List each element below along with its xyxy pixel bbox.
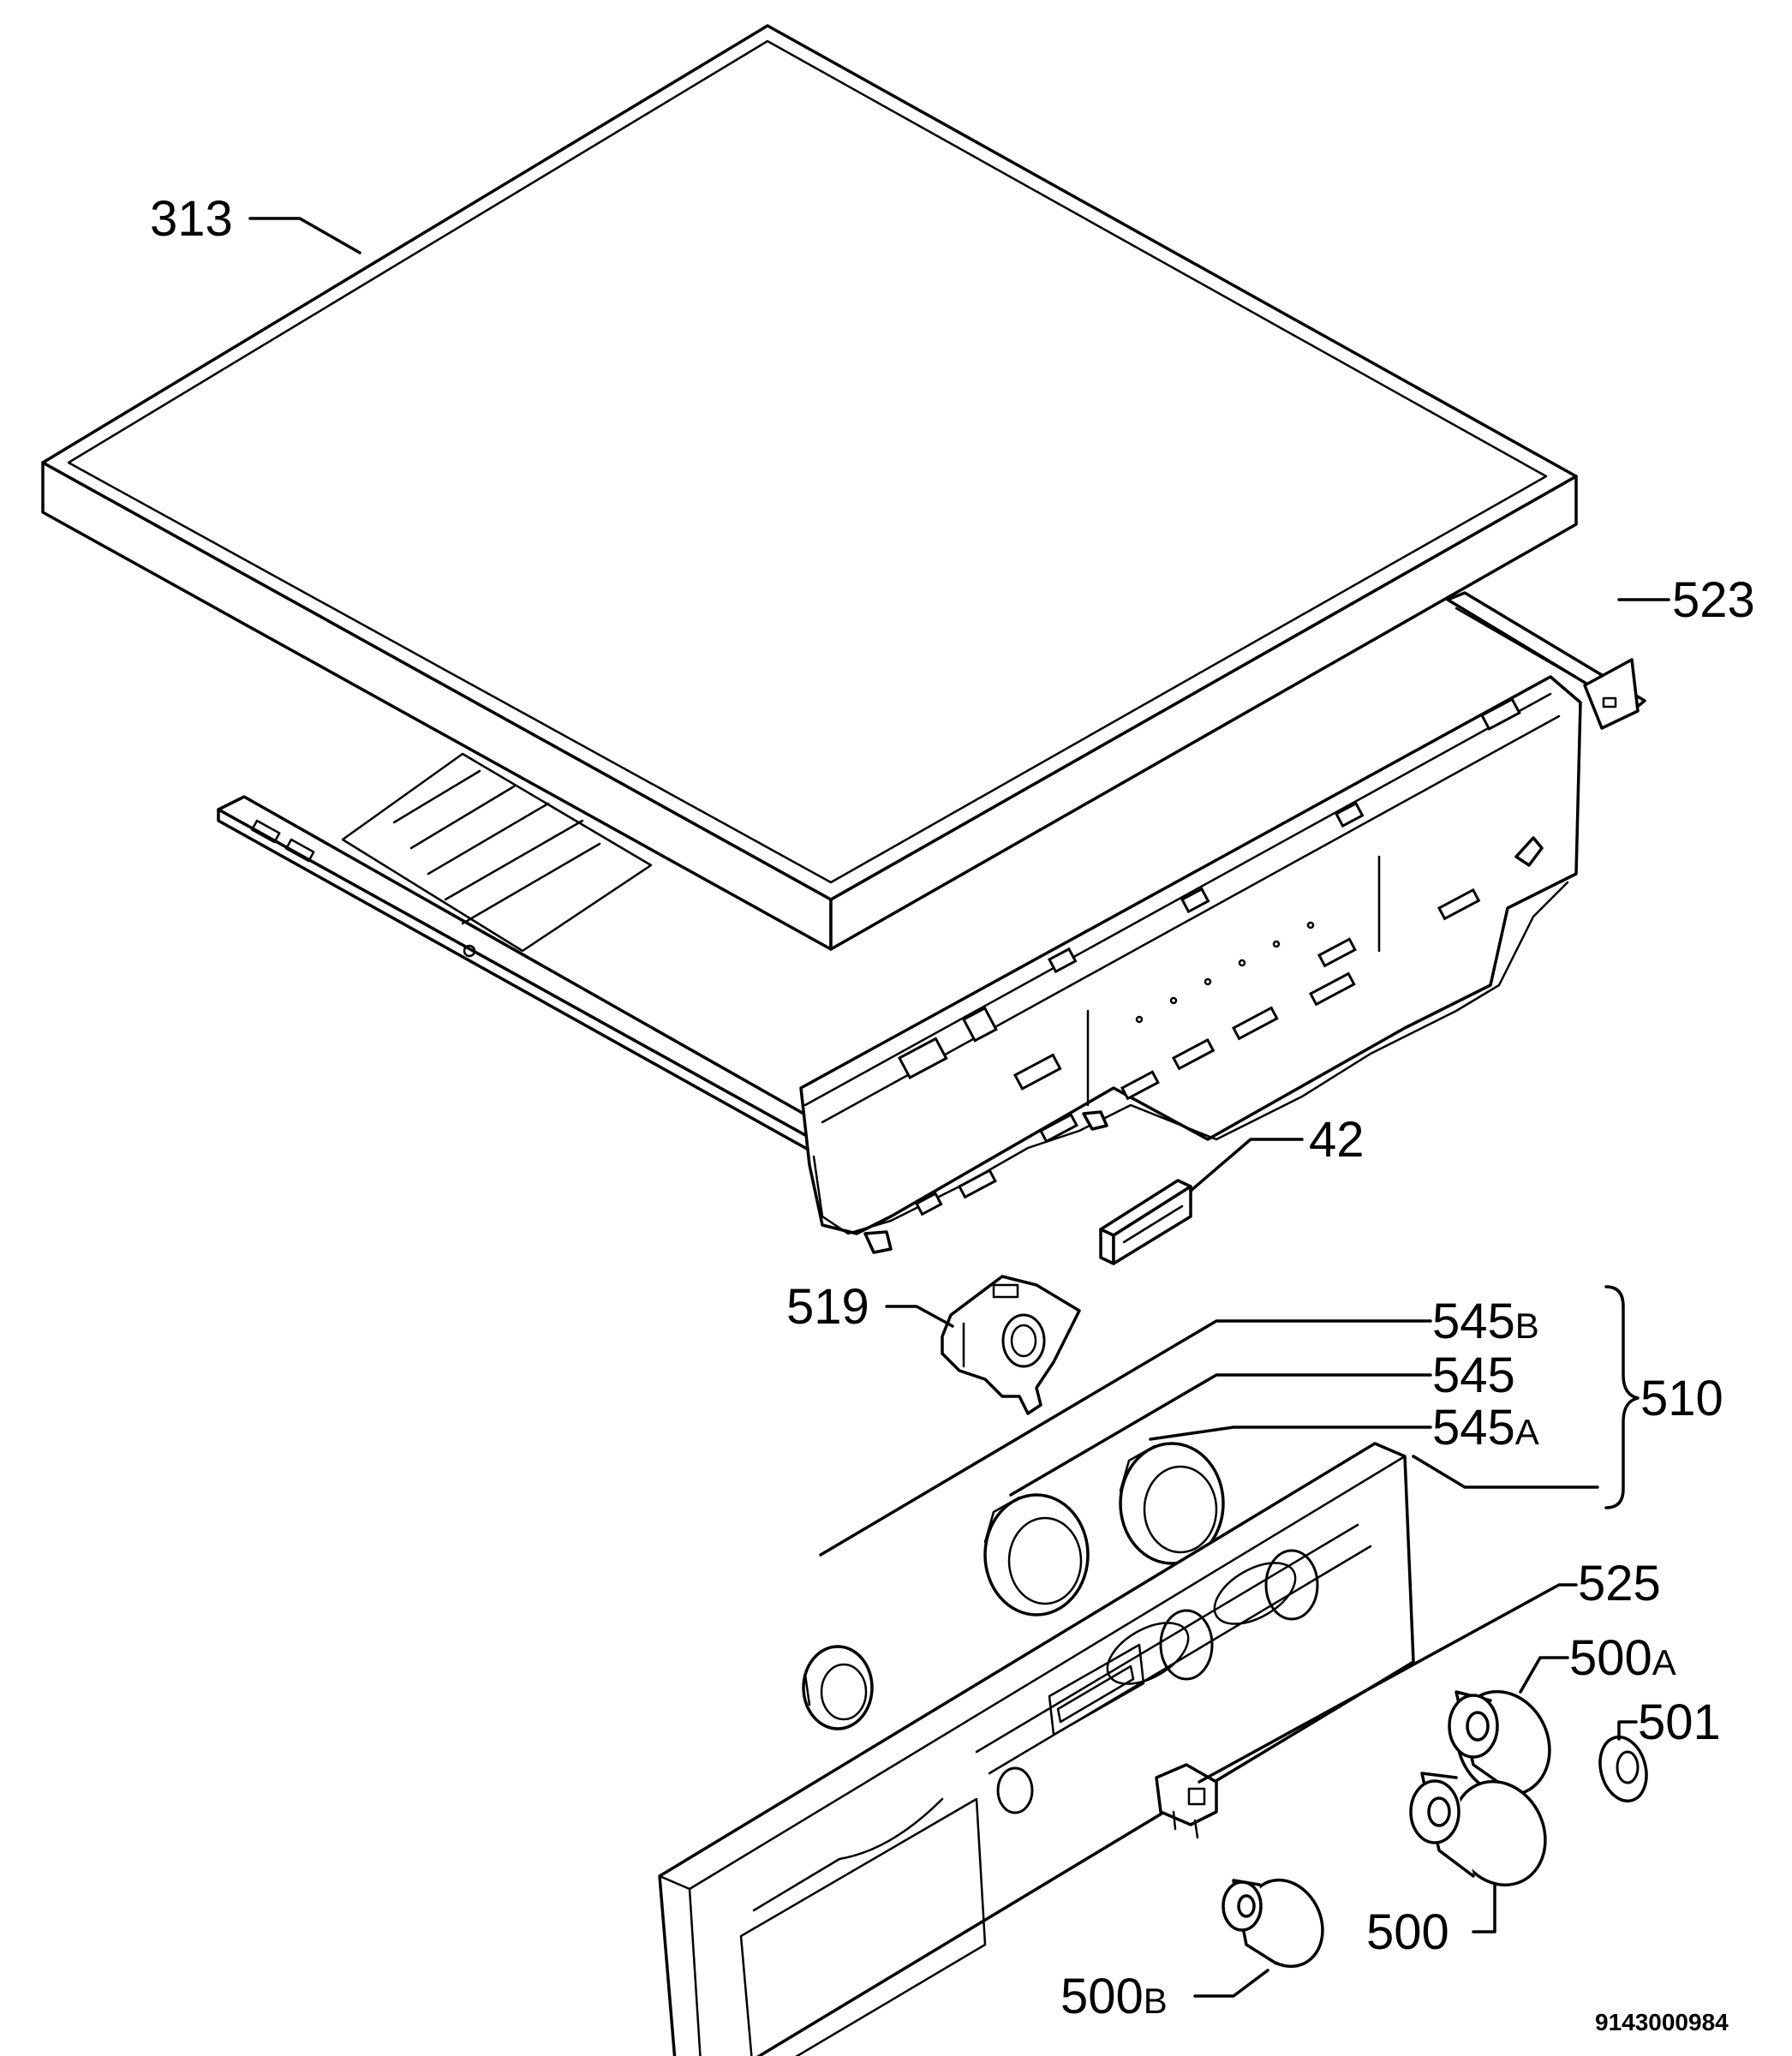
label-500: 500 [1366,1904,1449,1960]
front-control-panel [658,1442,1415,2056]
leader-545a [1149,1425,1432,1441]
part-500a-knob [1448,1689,1551,1797]
drawing-code: 9143000984 [1595,2009,1729,2035]
label-519: 519 [786,1279,869,1335]
label-545b: 545B [1432,1294,1539,1349]
label-545b-main: 545 [1432,1294,1515,1349]
leader-lines [248,217,1670,1998]
part-519-switch-holder [941,1275,1081,1415]
leader-500 [1472,1883,1496,1933]
part-545b-button [802,1645,874,1730]
label-500a-main: 500 [1569,1630,1652,1686]
leader-519 [885,1305,954,1328]
label-510: 510 [1640,1371,1723,1426]
leader-500b [1193,1969,1269,1998]
label-545a-main: 545 [1432,1400,1515,1455]
part-42-bracket [1099,1179,1192,1265]
part-500-knob [1409,1772,1547,1887]
leader-525 [1198,1583,1578,1784]
part-501-ring [1598,1735,1648,1803]
leader-545b [819,1319,1432,1557]
leader-510 [1412,1455,1599,1489]
label-523: 523 [1672,572,1755,628]
part-545a-button [1119,1442,1225,1565]
label-545: 545 [1432,1348,1515,1403]
label-525: 525 [1578,1556,1661,1611]
label-42: 42 [1309,1112,1365,1168]
label-545b-suffix: B [1515,1306,1539,1346]
label-545a-suffix: A [1515,1412,1539,1452]
part-313-top-cover [41,24,1578,951]
leader-500a [1519,1656,1569,1694]
part-545-button [983,1493,1090,1617]
label-500a: 500A [1569,1630,1676,1686]
brace-510 [1604,1285,1640,1509]
leader-42 [1189,1138,1304,1192]
label-500b-suffix: B [1144,1981,1168,2021]
leader-545 [1009,1373,1432,1497]
label-500b-main: 500 [1060,1969,1144,2024]
part-500b-knob [1222,1878,1324,1969]
callout-labels: 313 523 42 519 545B 545 545A 510 525 500… [150,191,1755,2035]
part-523-panel-frame [217,591,1646,1254]
label-545a: 545A [1432,1400,1539,1455]
label-500b: 500B [1060,1969,1168,2024]
leader-313 [248,217,361,254]
label-501: 501 [1638,1694,1721,1750]
leader-501 [1617,1720,1638,1741]
part-525-switch [1155,1763,1218,1839]
label-500a-suffix: A [1652,1642,1676,1682]
label-313: 313 [150,191,233,247]
